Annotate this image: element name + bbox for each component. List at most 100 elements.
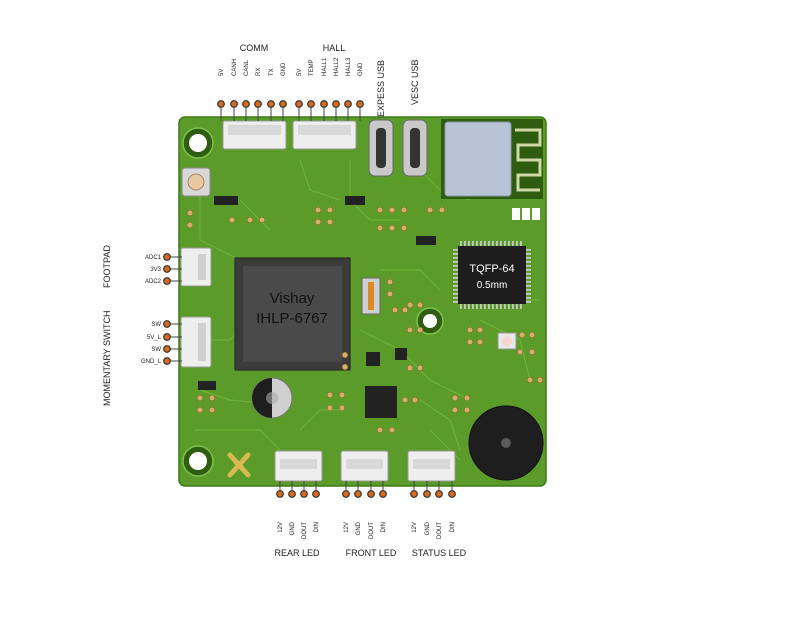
expess-usb-label: EXPESS USB bbox=[376, 60, 386, 117]
pin-rear_led: 12V bbox=[276, 481, 284, 533]
front-led-label: FRONT LED bbox=[346, 548, 397, 558]
pin-label: DOUT bbox=[369, 522, 375, 539]
pin-label: GND_L bbox=[141, 359, 162, 365]
pin-label: SW bbox=[151, 347, 161, 353]
vesc-usb-label: VESC USB bbox=[410, 59, 420, 105]
small-ic bbox=[365, 386, 397, 418]
pin-label: GND bbox=[356, 521, 362, 535]
pin-label: 12V bbox=[412, 522, 418, 533]
mcu-text-1: TQFP-64 bbox=[469, 263, 514, 275]
pin-label: 12V bbox=[278, 522, 284, 533]
pcb-board: Vishay IHLP-6767 TQFP-64 0.5mm bbox=[178, 116, 547, 487]
pin-comm: CANH bbox=[230, 59, 238, 121]
pin-label: 5V bbox=[297, 69, 303, 76]
hall-connector bbox=[292, 120, 357, 150]
pin-hall: HALL1 bbox=[320, 57, 328, 121]
pin-label: GND bbox=[290, 521, 296, 535]
pin-label: 5V_L bbox=[147, 335, 162, 341]
pin-label: TEMP bbox=[309, 59, 315, 76]
pin-label: SW bbox=[151, 322, 161, 328]
comm-connector bbox=[222, 120, 287, 150]
rear-led-connector bbox=[274, 450, 323, 482]
pin-front_led: GND bbox=[354, 481, 362, 535]
footpad-connector bbox=[180, 247, 212, 287]
pin-label: DOUT bbox=[302, 522, 308, 539]
pin-label: TX bbox=[269, 68, 275, 76]
pin-label: GND bbox=[425, 521, 431, 535]
pin-label: HALL2 bbox=[334, 57, 340, 76]
smd-components bbox=[198, 196, 540, 390]
pin-front_led: DIN bbox=[379, 481, 387, 532]
inductor: Vishay IHLP-6767 bbox=[234, 257, 351, 371]
footpad-label: FOOTPAD bbox=[102, 245, 112, 288]
pin-switch: 5V_L bbox=[147, 333, 182, 341]
pin-label: DIN bbox=[314, 522, 320, 532]
wireless-module bbox=[441, 119, 543, 199]
pin-hall: TEMP bbox=[307, 59, 315, 121]
pin-label: HALL3 bbox=[346, 57, 352, 76]
mounting-hole bbox=[182, 127, 214, 159]
pin-label: CANH bbox=[232, 59, 238, 76]
pin-label: 3V3 bbox=[150, 267, 161, 273]
pads bbox=[186, 206, 544, 434]
pin-label: DIN bbox=[381, 522, 387, 532]
pin-footpad: ADC2 bbox=[145, 277, 182, 285]
pin-front_led: 12V bbox=[342, 481, 350, 533]
pin-switch: SW bbox=[151, 320, 182, 328]
pin-front_led: DOUT bbox=[367, 481, 375, 539]
front-led-connector bbox=[340, 450, 389, 482]
pin-label: GND bbox=[358, 62, 364, 76]
pin-footpad: ADC1 bbox=[145, 253, 182, 261]
mounting-hole bbox=[182, 445, 214, 477]
pin-comm: TX bbox=[267, 68, 275, 121]
pin-hall: HALL2 bbox=[332, 57, 340, 121]
inductor-text-2: IHLP-6767 bbox=[256, 310, 328, 327]
pin-status_led: DIN bbox=[448, 481, 456, 532]
button bbox=[181, 167, 211, 197]
pin-status_led: GND bbox=[423, 481, 431, 535]
led bbox=[497, 332, 517, 350]
pin-comm: GND bbox=[279, 62, 287, 121]
pin-label: RX bbox=[256, 68, 262, 76]
expess-usb-connector bbox=[368, 119, 394, 177]
pin-label: GND bbox=[281, 62, 287, 76]
status-led-label: STATUS LED bbox=[412, 548, 467, 558]
pin-status_led: DOUT bbox=[435, 481, 443, 539]
pin-hall: HALL3 bbox=[344, 57, 352, 121]
pin-label: DIN bbox=[450, 522, 456, 532]
pin-rear_led: GND bbox=[288, 481, 296, 535]
pin-status_led: 12V bbox=[410, 481, 418, 533]
pin-label: 5V bbox=[219, 69, 225, 76]
pin-label: CANL bbox=[244, 59, 250, 76]
buzzer bbox=[468, 405, 544, 481]
pin-comm: CANL bbox=[242, 59, 250, 121]
mcu-chip: TQFP-64 0.5mm bbox=[453, 241, 531, 309]
pin-switch: GND_L bbox=[141, 357, 182, 365]
hall-label: HALL bbox=[323, 43, 346, 53]
capacitor bbox=[251, 377, 293, 419]
pin-label: 12V bbox=[344, 522, 350, 533]
pin-label: ADC2 bbox=[145, 279, 162, 285]
pin-label: ADC1 bbox=[145, 255, 162, 261]
status-led-connector bbox=[407, 450, 456, 482]
pin-comm: 5V bbox=[217, 69, 225, 121]
pin-rear_led: DOUT bbox=[300, 481, 308, 539]
pin-hall: 5V bbox=[295, 69, 303, 121]
logo-icon bbox=[227, 452, 251, 478]
pin-hall: GND bbox=[356, 62, 364, 121]
momentary-switch-label: MOMENTARY SWITCH bbox=[102, 310, 112, 406]
inductor-text-1: Vishay bbox=[270, 290, 315, 307]
mounting-hole bbox=[416, 307, 444, 335]
mcu-text-2: 0.5mm bbox=[477, 280, 508, 291]
pin-label: DOUT bbox=[437, 522, 443, 539]
pin-rear_led: DIN bbox=[312, 481, 320, 532]
vesc-usb-connector bbox=[402, 119, 428, 177]
rear-led-label: REAR LED bbox=[274, 548, 320, 558]
pin-switch: SW bbox=[151, 345, 182, 353]
pin-footpad: 3V3 bbox=[150, 265, 182, 273]
comm-label: COMM bbox=[240, 43, 269, 53]
sot-package bbox=[361, 277, 407, 366]
pin-comm: RX bbox=[254, 68, 262, 121]
